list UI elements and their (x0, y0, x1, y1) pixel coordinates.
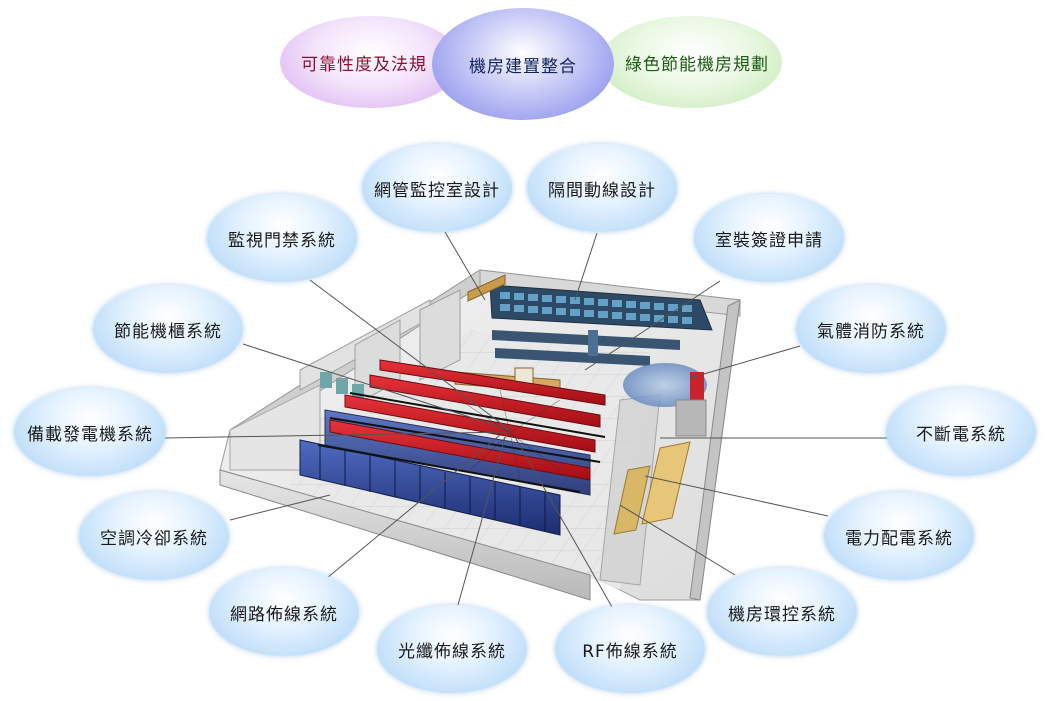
node-ups-label: 不斷電系統 (916, 424, 1006, 445)
leader-cctv (309, 279, 511, 431)
node-energy-rack-label: 節能機櫃系統 (114, 321, 222, 342)
video-wall-screens (500, 292, 692, 324)
node-monitor-room: 網管監控室設計 (362, 144, 512, 232)
node-rf-label: RF佈線系統 (582, 641, 678, 662)
node-ups: 不斷電系統 (886, 388, 1036, 476)
node-generator: 備載發電機系統 (14, 388, 166, 476)
leader-lines (164, 231, 888, 608)
green-energy-planning-bubble: 綠色節能機房規劃 (600, 16, 782, 108)
rack-row-red-3 (369, 374, 601, 428)
ups-cabinets (641, 441, 691, 525)
power-room (613, 441, 691, 535)
node-gas-fire: 氣體消防系統 (796, 285, 946, 373)
node-hvac: 空調冷卻系統 (79, 492, 229, 580)
leader-rf (514, 436, 613, 608)
operator-desk-row-2 (495, 348, 650, 366)
leader-permit (584, 280, 721, 371)
node-permit-label: 室裝簽證申請 (715, 230, 823, 251)
gas-fire-area (623, 363, 707, 437)
wood-cabinet (467, 274, 506, 302)
rack-dividers (319, 444, 546, 531)
reliability-compliance-label: 可靠性度及法規 (301, 54, 427, 75)
leader-env (619, 504, 736, 576)
node-env-monitor: 機房環控系統 (707, 568, 857, 656)
node-energy-rack: 節能機櫃系統 (93, 285, 243, 373)
leader-partition (574, 232, 598, 301)
monitoring-room (454, 274, 713, 393)
node-network-label: 網路佈線系統 (230, 604, 338, 625)
gas-cabinet (675, 399, 707, 437)
rack-row-red-4 (379, 359, 606, 406)
operator-desk-row-1 (492, 330, 680, 350)
hub-rays (459, 389, 561, 481)
right-wall (689, 299, 741, 601)
integration-label: 機房建置整合 (469, 56, 577, 77)
leader-monitor-room (444, 231, 486, 301)
hvac-units (320, 372, 364, 400)
monitor-room-door (588, 330, 598, 356)
front-wall (219, 469, 591, 601)
node-permit: 室裝簽證申請 (694, 194, 844, 282)
node-generator-label: 備載發電機系統 (27, 424, 153, 445)
cable-tray-1 (329, 417, 601, 463)
power-panels (613, 465, 651, 535)
leader-network (326, 434, 501, 579)
leader-generator (164, 431, 511, 439)
gas-cylinder (690, 372, 704, 400)
integration-bubble: 機房建置整合 (432, 8, 614, 120)
node-power: 電力配電系統 (824, 492, 974, 580)
node-partition-label: 隔間動線設計 (548, 180, 656, 201)
node-monitor-room-label: 網管監控室設計 (374, 180, 500, 201)
node-env-monitor-label: 機房環控系統 (728, 604, 836, 625)
server-racks (299, 359, 606, 536)
leader-fiber (457, 436, 506, 606)
node-power-label: 電力配電系統 (845, 528, 953, 549)
reliability-compliance-bubble: 可靠性度及法規 (280, 16, 462, 108)
node-rf: RF佈線系統 (555, 605, 705, 693)
gas-fire-zone (623, 363, 707, 407)
cable-tray-3 (317, 444, 581, 493)
green-energy-planning-label: 綠色節能機房規劃 (625, 54, 769, 75)
node-cctv-access: 監視門禁系統 (207, 194, 357, 282)
rack-row-red-2 (329, 419, 591, 481)
node-fiber-label: 光纖佈線系統 (398, 641, 506, 662)
partition-wall-3 (419, 289, 461, 381)
rack-row-red-1 (344, 394, 596, 453)
crac-unit-1 (320, 372, 332, 388)
leader-gas (689, 345, 801, 379)
node-hvac-label: 空調冷卻系統 (100, 528, 208, 549)
node-partition: 隔間動線設計 (527, 144, 677, 232)
leader-rack (242, 343, 511, 431)
crac-unit-2 (336, 378, 348, 394)
node-network: 網路佈線系統 (209, 568, 359, 656)
node-fiber: 光纖佈線系統 (377, 605, 527, 693)
leader-hvac (229, 494, 331, 521)
leader-power (644, 475, 829, 517)
crac-unit-3 (352, 384, 364, 400)
cable-tray-2 (349, 392, 606, 438)
node-cctv-access-label: 監視門禁系統 (228, 230, 336, 251)
node-gas-fire-label: 氣體消防系統 (817, 321, 925, 342)
